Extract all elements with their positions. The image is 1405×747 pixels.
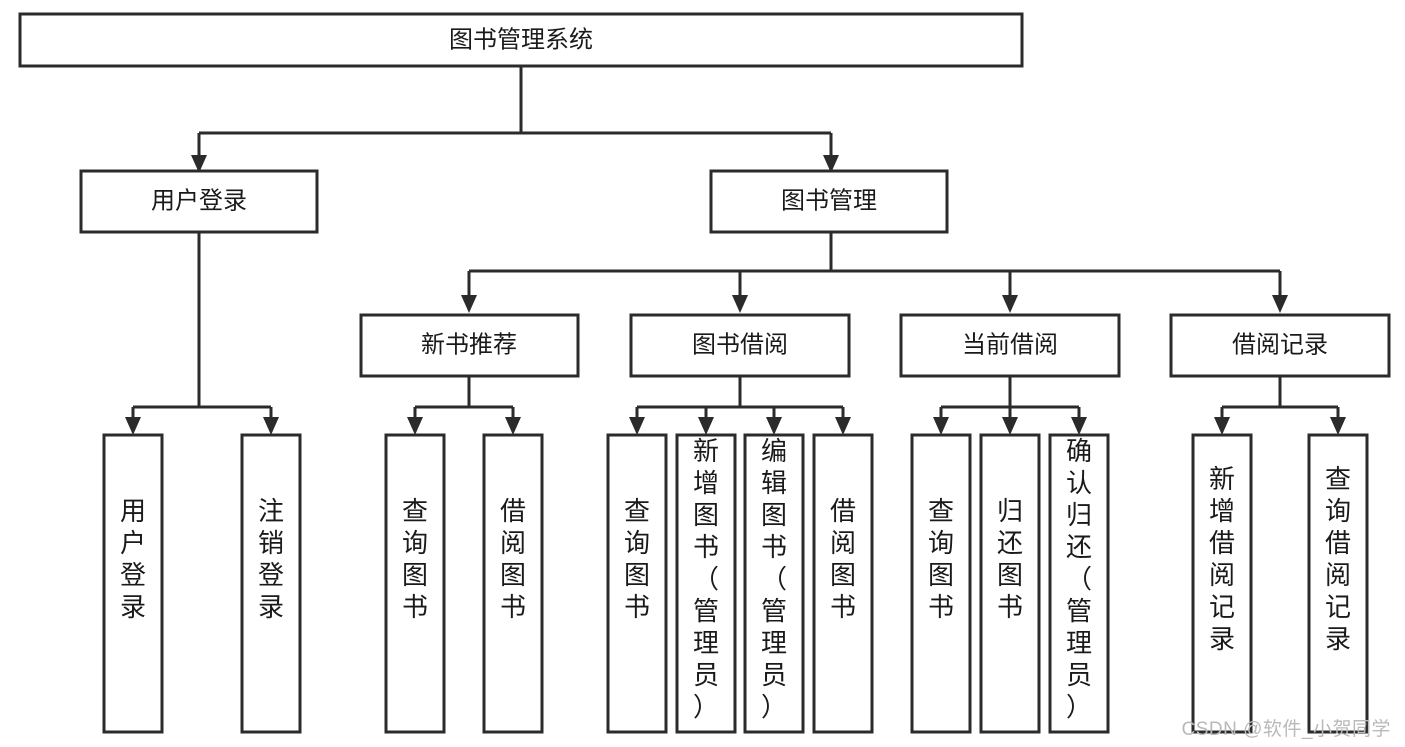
leaf-confirm-return-label: 确认归还（管理员） xyxy=(1066,436,1092,722)
connector-new-book-recommend-to-leaves xyxy=(413,376,515,420)
node-root-box[interactable] xyxy=(18,12,1024,68)
arrowhead-leaf-query-book-3 xyxy=(933,417,949,435)
leaf-add-book-label: 新增图书（管理员） xyxy=(693,436,719,722)
connector-borrow-record-to-leaves xyxy=(1220,376,1340,420)
node-book-management-box[interactable] xyxy=(709,169,949,234)
leaf-user-logout[interactable]: 注销登录 xyxy=(240,433,302,734)
arrowhead-current-borrow xyxy=(1002,295,1018,313)
leaf-query-record-label: 查询借阅记录 xyxy=(1325,464,1351,654)
node-current-borrow-label: 当前借阅 xyxy=(962,331,1058,358)
leaf-borrow-book-1-label: 借阅图书 xyxy=(500,496,526,622)
arrowhead-new-book-recommend xyxy=(461,295,477,313)
leaf-query-book-1[interactable]: 查询图书 xyxy=(384,433,446,734)
arrowhead-book-management xyxy=(823,155,839,173)
leaf-query-book-2-box[interactable] xyxy=(606,433,668,734)
leaf-confirm-return-box[interactable] xyxy=(1048,433,1110,734)
node-book-management[interactable]: 图书管理 xyxy=(709,169,949,234)
leaf-return-book[interactable]: 归还图书 xyxy=(979,433,1041,734)
leaf-user-login-label: 用户登录 xyxy=(120,496,146,622)
arrowhead-leaf-edit-book xyxy=(766,417,782,435)
node-current-borrow-box[interactable] xyxy=(899,313,1121,378)
connector-current-borrow-to-leaves xyxy=(939,376,1081,420)
leaf-add-record-box[interactable] xyxy=(1191,433,1253,734)
leaf-query-book-3[interactable]: 查询图书 xyxy=(910,433,972,734)
node-root[interactable]: 图书管理系统 xyxy=(18,12,1024,68)
node-user-login-label: 用户登录 xyxy=(151,187,247,214)
leaf-add-book-box[interactable] xyxy=(675,433,737,734)
leaf-add-record-label: 新增借阅记录 xyxy=(1209,464,1235,654)
node-book-borrow-label: 图书借阅 xyxy=(692,331,788,358)
arrowhead-leaf-query-book-1 xyxy=(407,417,423,435)
leaf-borrow-book-1[interactable]: 借阅图书 xyxy=(482,433,544,734)
leaf-query-book-3-box[interactable] xyxy=(910,433,972,734)
leaf-add-record[interactable]: 新增借阅记录 xyxy=(1191,433,1253,734)
connector-root-to-level2 xyxy=(197,66,833,158)
connector-user-login-to-leaves xyxy=(131,232,273,420)
leaf-confirm-return[interactable]: 确认归还（管理员） xyxy=(1048,433,1110,734)
node-user-login[interactable]: 用户登录 xyxy=(79,169,319,234)
node-book-management-label: 图书管理 xyxy=(781,187,877,214)
node-current-borrow[interactable]: 当前借阅 xyxy=(899,313,1121,378)
leaf-edit-book[interactable]: 编辑图书（管理员） xyxy=(743,433,805,734)
node-new-book-recommend-label: 新书推荐 xyxy=(421,331,517,358)
arrowhead-borrow-record xyxy=(1272,295,1288,313)
arrowhead-user-login xyxy=(191,155,207,173)
arrowhead-leaf-query-record xyxy=(1330,417,1346,435)
arrowhead-leaf-user-login xyxy=(125,417,141,435)
leaf-query-book-3-label: 查询图书 xyxy=(928,496,954,622)
arrowhead-book-borrow xyxy=(732,295,748,313)
node-borrow-record[interactable]: 借阅记录 xyxy=(1169,313,1391,378)
arrowhead-leaf-add-record xyxy=(1214,417,1230,435)
leaf-edit-book-box[interactable] xyxy=(743,433,805,734)
node-user-login-box[interactable] xyxy=(79,169,319,234)
arrowhead-leaf-user-logout xyxy=(263,417,279,435)
leaf-borrow-book-1-box[interactable] xyxy=(482,433,544,734)
node-book-borrow[interactable]: 图书借阅 xyxy=(629,313,851,378)
leaf-return-book-box[interactable] xyxy=(979,433,1041,734)
node-new-book-recommend[interactable]: 新书推荐 xyxy=(359,313,580,378)
leaf-return-book-label: 归还图书 xyxy=(997,496,1023,622)
connector-book-borrow-to-leaves xyxy=(635,376,845,420)
leaf-query-book-2-label: 查询图书 xyxy=(624,496,650,622)
leaf-user-login-box[interactable] xyxy=(102,433,164,734)
arrowhead-leaf-borrow-book-2 xyxy=(835,417,851,435)
leaf-edit-book-label: 编辑图书（管理员） xyxy=(761,436,787,722)
leaf-user-login[interactable]: 用户登录 xyxy=(102,433,164,734)
leaf-query-book-1-box[interactable] xyxy=(384,433,446,734)
arrowhead-leaf-borrow-book-1 xyxy=(505,417,521,435)
node-new-book-recommend-box[interactable] xyxy=(359,313,580,378)
arrowhead-leaf-query-book-2 xyxy=(629,417,645,435)
leaf-query-book-1-label: 查询图书 xyxy=(402,496,428,622)
leaf-query-book-2[interactable]: 查询图书 xyxy=(606,433,668,734)
node-book-borrow-box[interactable] xyxy=(629,313,851,378)
leaf-user-logout-label: 注销登录 xyxy=(258,496,284,622)
csdn-watermark: CSDN @软件_小贺同学 xyxy=(1181,719,1391,740)
node-root-label: 图书管理系统 xyxy=(449,26,593,53)
leaf-borrow-book-2-label: 借阅图书 xyxy=(830,496,856,622)
node-borrow-record-label: 借阅记录 xyxy=(1232,331,1328,358)
arrowhead-leaf-confirm-return xyxy=(1071,417,1087,435)
connector-book-management-to-level3 xyxy=(467,232,1282,298)
leaf-borrow-book-2-box[interactable] xyxy=(812,433,874,734)
arrowhead-leaf-add-book xyxy=(698,417,714,435)
leaf-user-logout-box[interactable] xyxy=(240,433,302,734)
leaf-borrow-book-2[interactable]: 借阅图书 xyxy=(812,433,874,734)
connector-layer xyxy=(125,66,1346,435)
leaf-add-book[interactable]: 新增图书（管理员） xyxy=(675,433,737,734)
arrowhead-leaf-return-book xyxy=(1002,417,1018,435)
node-borrow-record-box[interactable] xyxy=(1169,313,1391,378)
leaf-query-record-box[interactable] xyxy=(1307,433,1369,734)
leaf-query-record[interactable]: 查询借阅记录 xyxy=(1307,433,1369,734)
